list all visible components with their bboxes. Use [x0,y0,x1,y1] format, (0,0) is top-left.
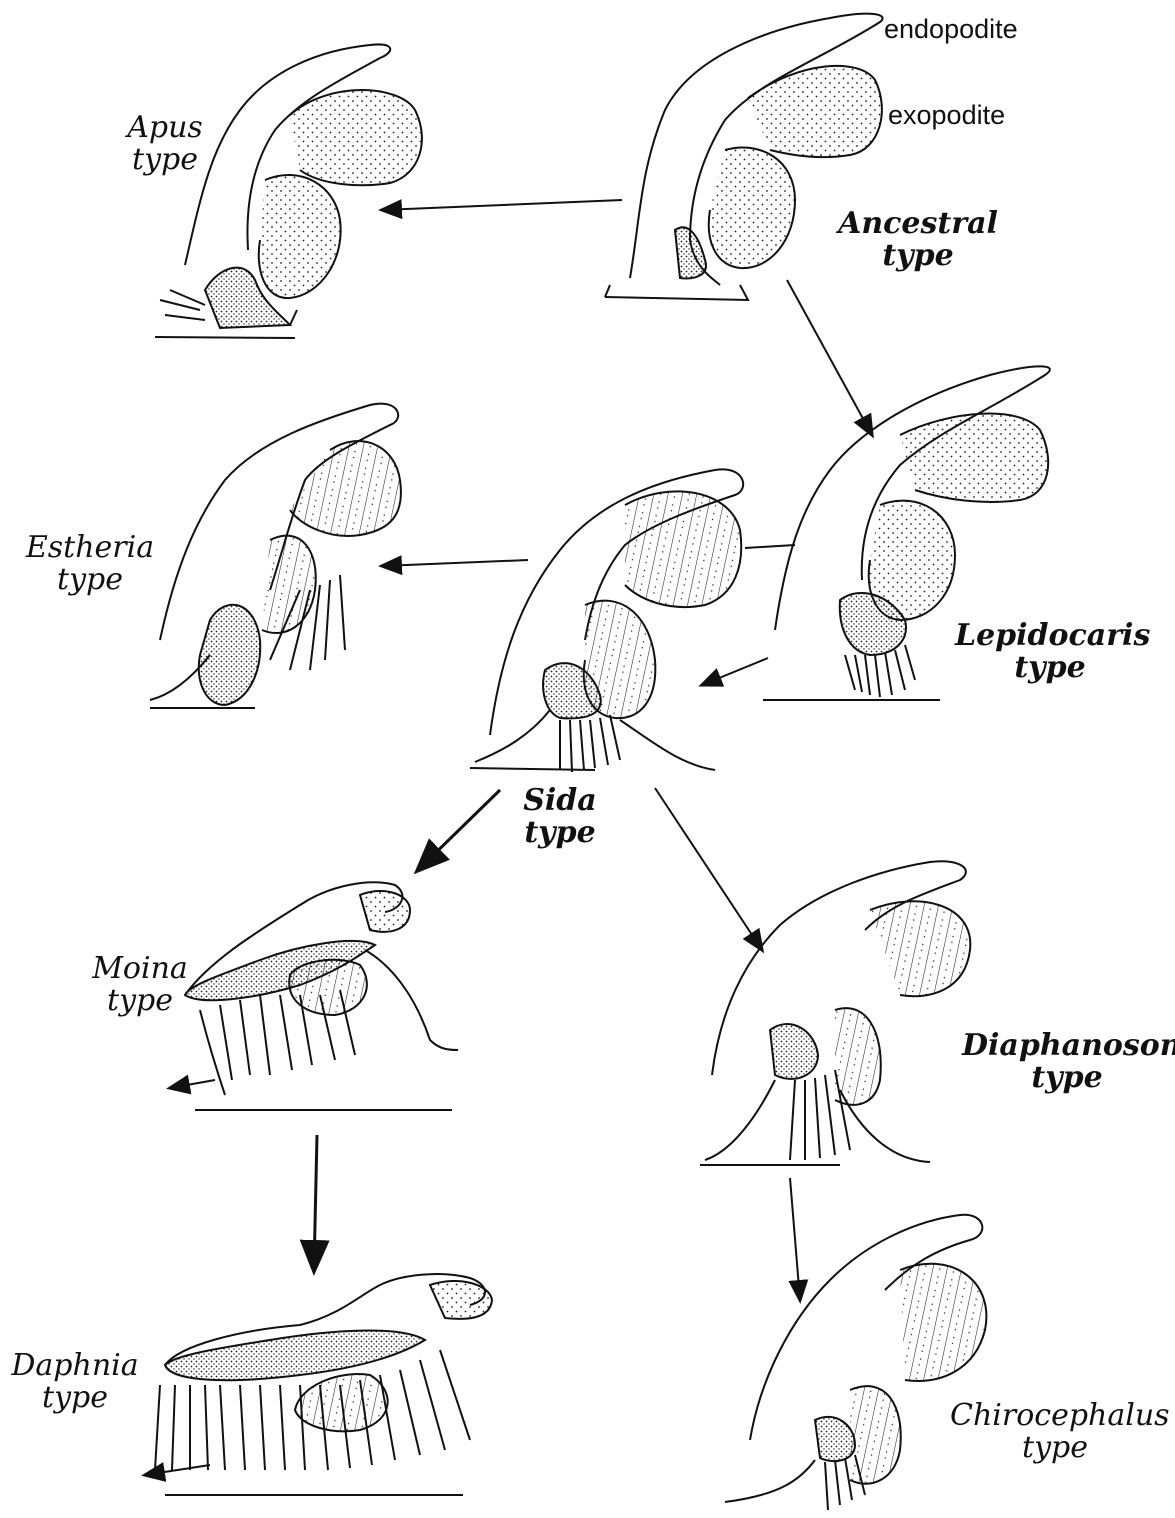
lepidocaris-name: Lepidocaris [955,620,1145,652]
arrow-lepidocaris-to-sida [702,658,768,685]
exopodite-label: exopodite [888,100,1005,131]
lepidocaris-type-label: Lepidocaris type [955,620,1145,684]
ancestral-type-word: type [838,240,998,272]
sida-type-word: type [510,817,610,849]
sida-type-label: Sida type [510,785,610,849]
chirocephalus-type-label: Chirocephalus type [950,1400,1160,1464]
moina-limb [170,882,458,1110]
chirocephalus-name: Chirocephalus [950,1400,1160,1432]
arrow-sida-to-moina [418,790,500,870]
apus-type-label: Apus type [115,112,215,176]
apus-limb [155,44,422,338]
arrow-sida-to-diaphanosoma [655,788,762,950]
apus-name: Apus [115,112,215,144]
chirocephalus-type-word: type [950,1432,1160,1464]
sida-name: Sida [510,785,610,817]
moina-type-label: Moina type [85,953,195,1017]
ancestral-type-label: Ancestral type [838,208,998,272]
apus-type-word: type [115,144,215,176]
arrow-sida-to-estheria [382,560,528,566]
chirocephalus-limb [725,1215,986,1510]
arrow-moina-to-daphnia [314,1135,317,1270]
daphnia-type-word: type [5,1382,145,1414]
moina-name: Moina [85,953,195,985]
endopodite-label: endopodite [884,14,1018,45]
arrow-diaphanosoma-to-chirocephalus [790,1178,800,1300]
diaphanosoma-type-label: Diaphanosoma type [962,1030,1172,1094]
connector-lepidocaris-to-sida [745,545,795,548]
ancestral-name: Ancestral [838,208,998,240]
diaphanosoma-limb [700,861,970,1165]
moina-type-word: type [85,985,195,1017]
diaphanosoma-name: Diaphanosoma [962,1030,1172,1062]
arrow-ancestral-to-lepidocaris [787,280,872,435]
daphnia-name: Daphnia [5,1350,145,1382]
arrow-ancestral-to-apus [382,200,622,210]
estheria-name: Estheria [20,532,160,564]
sida-limb [470,469,743,772]
diaphanosoma-type-word: type [962,1062,1172,1094]
estheria-type-word: type [20,564,160,596]
estheria-type-label: Estheria type [20,532,160,596]
lepidocaris-type-word: type [955,652,1145,684]
daphnia-limb [145,1274,492,1495]
daphnia-type-label: Daphnia type [5,1350,145,1414]
estheria-limb [150,404,401,708]
